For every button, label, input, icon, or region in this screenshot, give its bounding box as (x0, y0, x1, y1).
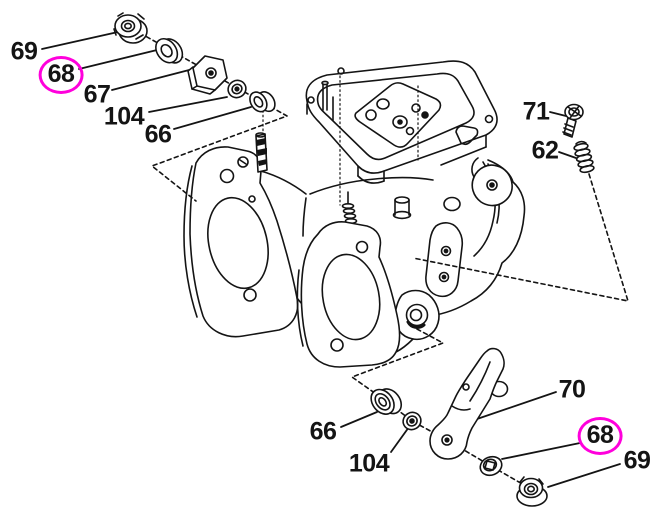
part-washer-bottom[interactable] (477, 454, 504, 479)
bolt-head-slot (239, 159, 247, 165)
callout-bottom-69[interactable]: 69 (623, 446, 651, 475)
callout-bottom-68[interactable]: 68 (577, 417, 623, 455)
callout-right-62[interactable]: 62 (531, 136, 559, 165)
part-nut-bottom[interactable] (400, 409, 424, 433)
part-nut-top[interactable] (225, 77, 249, 101)
leader-lines (41, 31, 621, 488)
callout-bottom-66[interactable]: 66 (309, 417, 337, 446)
callout-top-69[interactable]: 69 (10, 37, 38, 66)
stud-with-bands (255, 132, 268, 173)
body-dome (443, 196, 461, 212)
left-mount-flange (183, 146, 299, 338)
body-right (309, 157, 526, 353)
centerlines (262, 75, 419, 206)
callout-top-66[interactable]: 66 (144, 120, 172, 149)
part-washer-top[interactable] (151, 32, 186, 69)
callout-bottom-70[interactable]: 70 (558, 375, 586, 404)
callout-right-71[interactable]: 71 (522, 97, 550, 126)
callout-bottom-104[interactable]: 104 (348, 449, 390, 478)
body-stud (392, 196, 412, 220)
callout-top-68[interactable]: 68 (38, 56, 84, 94)
part-spring-62[interactable] (573, 140, 595, 174)
center-mount-flange (296, 221, 401, 368)
part-flange-nut-top[interactable] (113, 12, 148, 44)
air-horn-cover (305, 60, 498, 184)
part-bushing-top[interactable] (246, 85, 278, 118)
callout-top-104[interactable]: 104 (103, 102, 145, 131)
part-screw-71[interactable] (562, 103, 584, 138)
part-lever-70[interactable] (429, 347, 505, 460)
body-edge (302, 197, 307, 237)
part-hex-fitting[interactable] (187, 55, 228, 95)
part-flange-nut-bottom[interactable] (516, 476, 548, 507)
part-bushing-bottom[interactable] (366, 381, 406, 421)
callout-top-67[interactable]: 67 (83, 80, 111, 109)
carburetor-body-drawing (183, 60, 526, 368)
body-edge (260, 170, 307, 195)
